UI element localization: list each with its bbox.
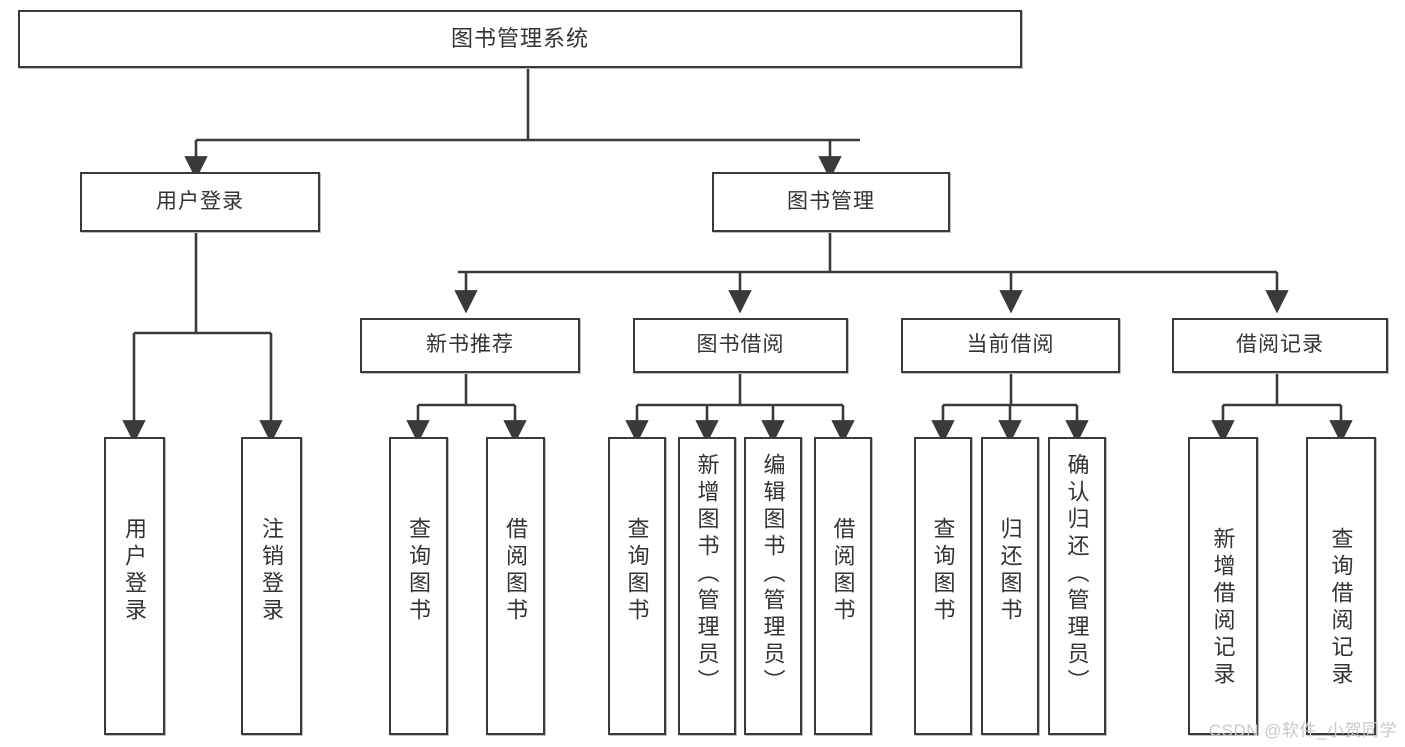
leaf-query-borrow-record[interactable]: 查询借阅记录 — [1306, 437, 1376, 735]
leaf-confirm-return-admin[interactable]: 确认归还（管理员） — [1048, 437, 1106, 735]
node-label: 新增图书（管理员） — [694, 453, 720, 696]
node-label: 借阅记录 — [1236, 333, 1324, 357]
leaf-add-book-admin[interactable]: 新增图书（管理员） — [678, 437, 736, 735]
node-current-borrow[interactable]: 当前借阅 — [901, 318, 1120, 373]
node-user-login[interactable]: 用户登录 — [80, 172, 320, 232]
node-label: 新书推荐 — [426, 333, 514, 357]
leaf-return-book[interactable]: 归还图书 — [981, 437, 1039, 735]
node-label: 查询图书 — [406, 517, 432, 625]
node-label: 新增借阅记录 — [1210, 527, 1236, 689]
node-label: 当前借阅 — [966, 333, 1055, 357]
node-borrow-record[interactable]: 借阅记录 — [1172, 318, 1388, 373]
node-label: 编辑图书（管理员） — [760, 453, 786, 696]
node-label: 图书管理系统 — [450, 26, 589, 52]
node-book-borrow[interactable]: 图书借阅 — [633, 318, 848, 373]
node-label: 用户登录 — [122, 517, 148, 625]
leaf-query-book-recommend[interactable]: 查询图书 — [389, 437, 448, 735]
node-book-management[interactable]: 图书管理 — [712, 172, 950, 232]
node-label: 借阅图书 — [503, 517, 529, 625]
leaf-user-login[interactable]: 用户登录 — [104, 437, 165, 735]
leaf-query-book-current[interactable]: 查询图书 — [914, 437, 972, 735]
leaf-borrow-book-recommend[interactable]: 借阅图书 — [486, 437, 545, 735]
leaf-edit-book-admin[interactable]: 编辑图书（管理员） — [744, 437, 802, 735]
leaf-logout[interactable]: 注销登录 — [241, 437, 302, 735]
node-label: 归还图书 — [997, 517, 1023, 625]
node-label: 查询借阅记录 — [1328, 527, 1354, 689]
leaf-query-book-borrow[interactable]: 查询图书 — [608, 437, 666, 735]
node-label: 用户登录 — [156, 189, 244, 213]
node-label: 查询图书 — [930, 517, 956, 625]
node-root-system[interactable]: 图书管理系统 — [18, 10, 1022, 68]
node-label: 查询图书 — [624, 517, 650, 625]
node-label: 图书借阅 — [696, 333, 785, 357]
leaf-borrow-book[interactable]: 借阅图书 — [814, 437, 872, 735]
leaf-add-borrow-record[interactable]: 新增借阅记录 — [1188, 437, 1258, 735]
node-label: 图书管理 — [787, 189, 875, 213]
node-label: 确认归还（管理员） — [1064, 453, 1090, 696]
node-new-book-recommend[interactable]: 新书推荐 — [360, 318, 580, 373]
csdn-watermark: CSDN @软件_小贺同学 — [1208, 721, 1397, 740]
node-label: 注销登录 — [259, 517, 285, 625]
node-label: 借阅图书 — [830, 517, 856, 625]
